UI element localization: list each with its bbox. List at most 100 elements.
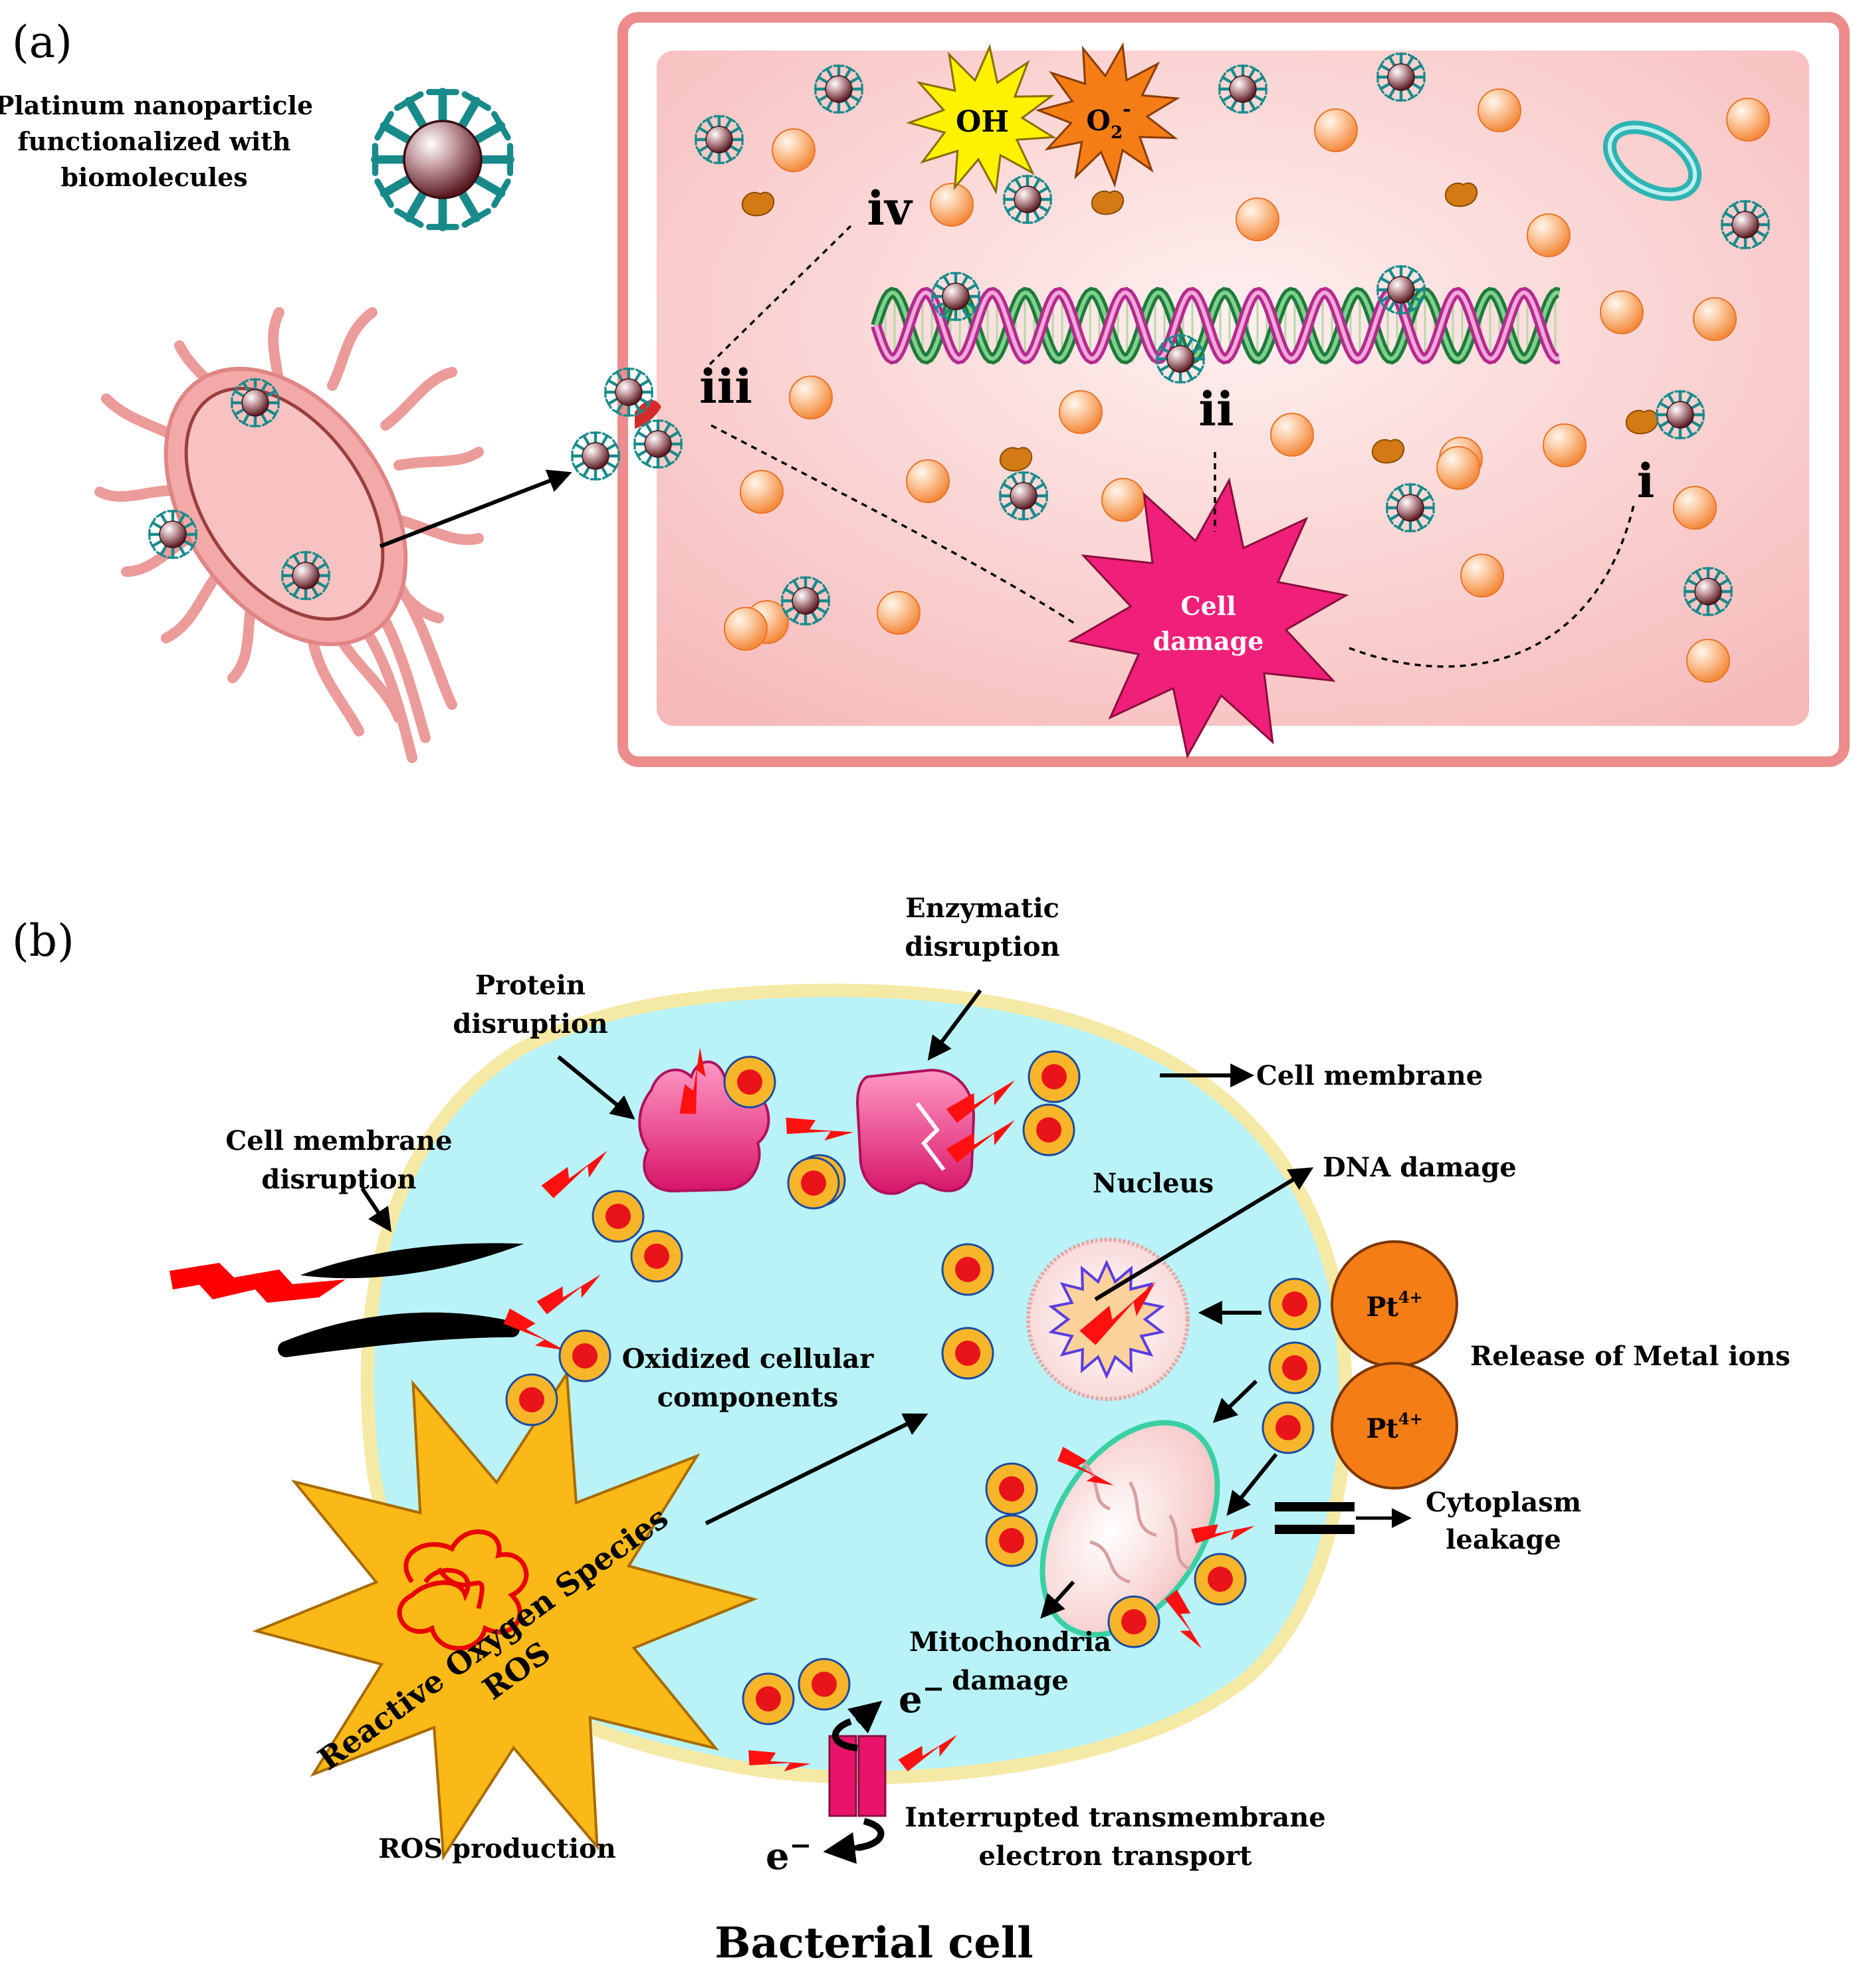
nanoparticle-legend-line-1: Platinum nanoparticle	[0, 90, 313, 120]
lightning-bolt	[679, 1047, 706, 1114]
protein-fragment	[1444, 182, 1478, 207]
protein-fragments	[741, 182, 1658, 472]
oxidized-label-line-2: components	[657, 1382, 839, 1413]
oxidized-vesicle	[742, 1672, 795, 1725]
dna-helix	[871, 286, 1561, 365]
nanoparticle	[694, 114, 744, 165]
cytoplasm-particles	[724, 88, 1770, 683]
nanoparticle	[1376, 52, 1426, 102]
mitochondria-label-line-1: Mitochondria	[909, 1626, 1111, 1658]
panel-b: (b) Pt4+ Pt	[12, 893, 1791, 1968]
oxidized-vesicle	[1022, 1103, 1075, 1157]
svg-text:Pt4+: Pt4+	[1366, 1409, 1422, 1444]
nanoparticle	[1655, 389, 1705, 440]
particle	[930, 183, 974, 227]
nanoparticle	[280, 550, 331, 601]
enzymatic-label-line-2: disruption	[905, 931, 1059, 962]
electron-label-lower: e	[766, 1834, 790, 1878]
particle	[1693, 297, 1737, 341]
superoxide-label: O	[1086, 104, 1111, 137]
svg-text:e−: e−	[899, 1673, 944, 1721]
oxidized-vesicle	[985, 1462, 1038, 1515]
nanoparticle	[633, 419, 683, 469]
enzymatic-label-line-1: Enzymatic	[905, 893, 1059, 924]
protein-label-line-1: Protein	[475, 970, 586, 1001]
ion-label-upper: Pt	[1366, 1291, 1398, 1323]
oxidized-label-line-1: Oxidized cellular	[622, 1343, 875, 1375]
protein-fragment	[1371, 439, 1404, 464]
lightning-bolt	[786, 1117, 854, 1141]
particle	[1673, 486, 1717, 530]
bacterial-cell-title: Bacterial cell	[714, 1918, 1033, 1968]
ros-production-label: ROS production	[378, 1833, 615, 1864]
nucleus-label: Nucleus	[1093, 1168, 1214, 1199]
electron-label-upper: e	[899, 1678, 923, 1721]
oxidized-vesicle	[1107, 1595, 1160, 1648]
lightning-bolt	[748, 1750, 812, 1772]
panel-a: (a) Platinum nanoparticle functionalized…	[0, 12, 1850, 767]
nanoparticle	[1683, 566, 1733, 617]
superoxide-radical: O2-	[1035, 42, 1180, 188]
nanoparticle	[1155, 334, 1206, 384]
lightning-bolt	[1191, 1524, 1255, 1543]
oxidized-vesicle	[798, 1658, 851, 1711]
particle	[1270, 413, 1314, 457]
lightning-bolt	[541, 1151, 607, 1198]
ion-channel-right	[857, 1735, 887, 1817]
particle	[1460, 554, 1504, 598]
nanoparticle-legend-icon	[371, 88, 514, 231]
protein-label-line-2: disruption	[453, 1008, 607, 1040]
transport-label-line-1: Interrupted transmembrane	[905, 1802, 1325, 1833]
oxidized-vesicle	[558, 1329, 611, 1382]
lightning-bolt	[1079, 1281, 1156, 1345]
nanoparticle	[1720, 199, 1771, 250]
cell-membrane-label: Cell membrane	[1256, 1060, 1483, 1091]
platinum-ion-lower: Pt4+	[1331, 1362, 1458, 1490]
mechanism-iii-label: iii	[699, 359, 752, 414]
protein-fragment	[1625, 409, 1658, 435]
oxidized-vesicle	[787, 1157, 840, 1210]
membrane-fragment-upper	[300, 1243, 524, 1279]
particle	[772, 128, 816, 172]
membrane-fragment-lower	[278, 1312, 520, 1357]
particle	[1059, 390, 1103, 434]
nanoparticle	[230, 378, 280, 428]
nanoparticle	[570, 431, 621, 481]
cytoplasm-label-line-1: Cytoplasm	[1426, 1487, 1581, 1518]
particle	[1478, 88, 1521, 132]
oxidized-vesicle	[985, 1514, 1038, 1567]
particle	[789, 376, 833, 419]
particle	[1543, 423, 1587, 467]
mechanism-i-label: i	[1637, 453, 1655, 508]
svg-text:Pt4+: Pt4+	[1366, 1287, 1422, 1323]
particle	[1686, 639, 1730, 683]
nanoparticle-legend-line-3: biomolecules	[60, 162, 247, 192]
annotation-arrows	[360, 989, 1314, 1619]
mitochondrion	[1040, 1420, 1220, 1638]
oxidized-vesicle	[1268, 1341, 1321, 1394]
hydroxyl-label: OH	[956, 105, 1009, 139]
nanoparticle	[1385, 483, 1436, 533]
lightning-bolt	[898, 1735, 958, 1772]
nanoparticle	[780, 576, 831, 626]
lightning-bolt	[946, 1120, 1015, 1163]
transport-label-line-2: electron transport	[979, 1840, 1252, 1872]
nanoparticle-legend-icon	[371, 88, 514, 231]
lightning-bolt	[1164, 1589, 1202, 1649]
cell-damage-line-1: Cell	[1180, 591, 1236, 621]
nanoparticle	[930, 271, 981, 322]
panel-b-label: (b)	[12, 915, 74, 966]
oxidized-vesicle	[1194, 1553, 1247, 1606]
entry-arrow	[379, 469, 572, 548]
particle	[724, 607, 768, 651]
metal-release-label: Release of Metal ions	[1470, 1341, 1791, 1372]
panel-a-label: (a)	[12, 17, 72, 68]
protein-fragment	[999, 447, 1032, 472]
external-lightning-bolt	[169, 1263, 346, 1303]
cell-damage-line-2: damage	[1153, 626, 1264, 656]
platinum-ion-upper: Pt4+	[1331, 1240, 1458, 1368]
oxidized-vesicle	[941, 1327, 994, 1380]
ion-label-lower: Pt	[1366, 1413, 1398, 1444]
membrane-disruption-line-1: Cell membrane	[225, 1125, 452, 1157]
nanoparticle	[998, 471, 1049, 521]
